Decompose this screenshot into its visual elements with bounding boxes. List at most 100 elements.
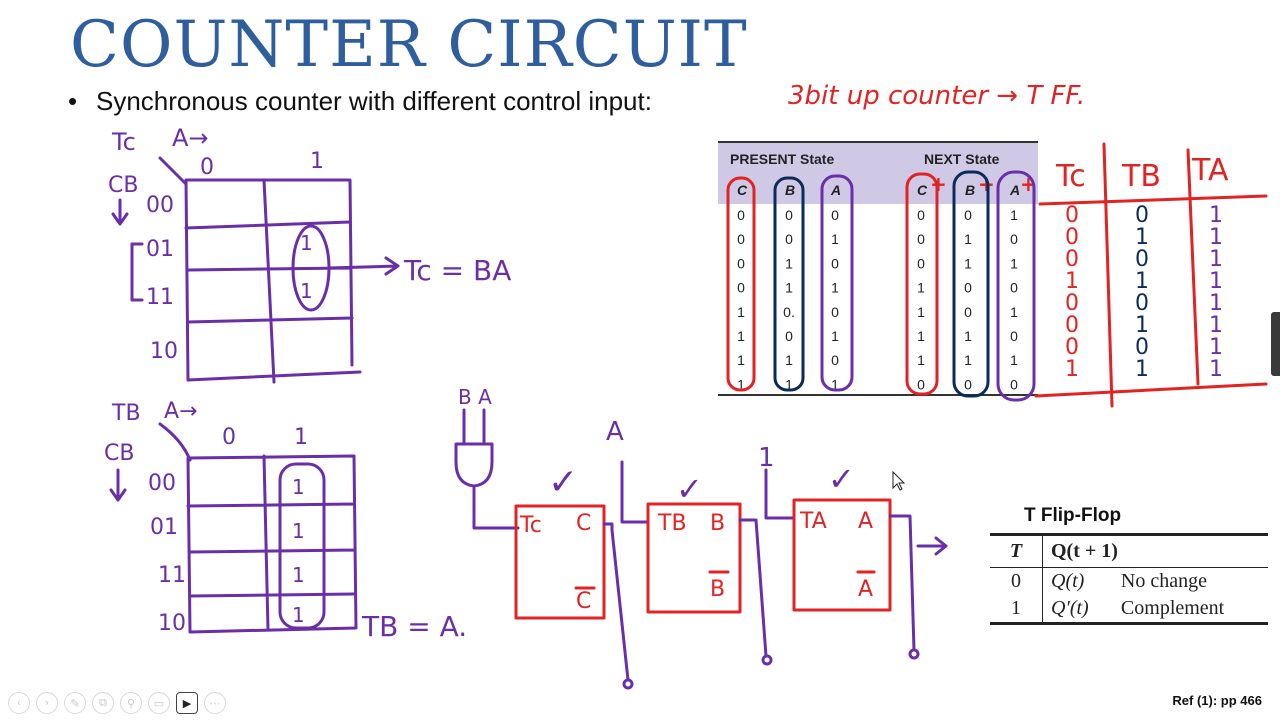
state-cell: 1 [831,328,839,344]
loop-next-b [952,170,990,398]
kmap-tc-row-11: 11 [146,285,174,310]
state-cell: 1 [964,328,972,344]
check-mark-icon: ✓ [676,470,703,508]
kmap-tb-corner-top: A→ [164,399,197,424]
state-cell: 0 [964,280,972,296]
ta-value: 1 [1209,269,1223,294]
tb-value: 0 [1135,291,1149,316]
wire-c-output [602,522,630,682]
state-cell: 1 [831,376,839,392]
header-ta: TA [1191,153,1229,188]
kmap-tc-row-01: 01 [146,237,174,262]
excitation-bottom-line [1034,382,1268,398]
kmap-tc-row-var: CB [108,173,138,198]
state-cell: 0 [737,280,745,296]
state-cell: 0 [831,304,839,320]
down-arrow-icon [109,468,127,502]
state-cell: 0 [1010,328,1018,344]
state-cell: 1 [785,280,793,296]
state-cell: 1 [964,255,972,271]
kmap-tc-corner-left: Tc [111,128,136,156]
kmap-tb-cell-11-1: 1 [292,563,305,587]
kmap-tb-cell-01-1: 1 [292,519,305,543]
tc-value: 1 [1065,269,1079,294]
kmap-tc-cell-11-1: 1 [300,279,313,303]
ff-c-q-label: C [576,511,591,536]
ta-value: 1 [1209,291,1223,316]
tff-row1-q: Q′(t) [1042,595,1113,625]
more-icon[interactable]: ⋯ [204,692,226,714]
ff-b-q-label: B [710,511,725,536]
tff-header-row: T Q(t + 1) [990,533,1268,568]
state-cell: 0 [785,328,793,344]
gate-input-wires [462,408,486,446]
state-cell: 1 [917,328,925,344]
gate-input-labels: B A [458,385,492,409]
state-cell: 0 [1010,376,1018,392]
state-cell: 1 [1010,255,1018,271]
wire-a-to-tb [620,460,650,524]
state-cell: 1 [917,352,925,368]
state-table: PRESENT State NEXT State C B A C B A + +… [718,141,1038,402]
video-icon[interactable]: ▶ [176,692,198,714]
reference-note: Ref (1): pp 466 [1172,693,1262,708]
tb-value: 1 [1135,357,1149,382]
state-cell: 0 [737,231,745,247]
kmap-tc-row-10: 10 [150,339,178,364]
prev-icon[interactable]: ‹ [8,692,30,714]
check-mark-icon: ✓ [828,460,855,498]
gate-output-wire [472,484,520,530]
ff-input-a-label: A [606,417,624,447]
kmap-tb-equation: TB = A. [361,610,467,643]
tb-value: 0 [1135,247,1149,272]
state-cell: 0 [917,255,925,271]
kmap-tb-row-var: CB [104,441,134,466]
kmap-tc-diagonal [158,156,188,186]
state-cell: 1 [737,328,745,344]
state-cell: 0. [783,304,795,320]
state-cell: 1 [785,376,793,392]
terminal-a [908,648,920,660]
kmap-tb-grid [186,454,358,634]
next-icon[interactable]: › [36,692,58,714]
scrollbar-handle[interactable] [1271,312,1280,376]
loop-present-c [726,176,756,392]
ta-value: 1 [1209,225,1223,250]
next-state-header: NEXT State [924,151,1000,167]
loop-present-a [820,174,854,392]
state-cell: 0 [785,207,793,223]
tb-value: 1 [1135,225,1149,250]
copy-icon[interactable]: ⧉ [92,692,114,714]
pen-icon[interactable]: ✎ [64,692,86,714]
tb-value: 0 [1135,335,1149,360]
mouse-cursor-icon [892,470,906,491]
state-cell: 0 [737,207,745,223]
tff-row1-desc: Complement [1112,595,1268,625]
kmap-tc-equation: Tc = BA [403,254,511,287]
tc-value: 0 [1065,247,1079,272]
ff-b-t-label: TB [657,511,687,536]
zoom-icon[interactable]: ⚲ [120,692,142,714]
table-row: 1 Q′(t) Complement [990,595,1268,625]
tb-value: 0 [1135,203,1149,228]
col-next-c: C [917,182,928,198]
t-flip-flop-table: T Flip-Flop T Q(t + 1) 0 Q(t) No change … [990,505,1268,625]
kmap-tb-group-loop [278,462,326,630]
slide-title: COUNTER CIRCUIT [70,8,748,82]
col-present-b: B [785,182,795,198]
tff-row0-q: Q(t) [1051,570,1085,592]
ta-value: 1 [1209,203,1223,228]
header-tb: TB [1121,159,1161,194]
ff-b-qbar-label: B [710,577,725,602]
state-cell: 1 [1010,207,1018,223]
subtitles-icon[interactable]: ▭ [148,692,170,714]
tc-value: 0 [1065,335,1079,360]
kmap-tc-col-0: 0 [200,155,214,180]
kmap-tb-diagonal [158,422,192,462]
state-cell: 1 [737,304,745,320]
state-cell: 0 [737,255,745,271]
present-state-header: PRESENT State [730,151,834,167]
